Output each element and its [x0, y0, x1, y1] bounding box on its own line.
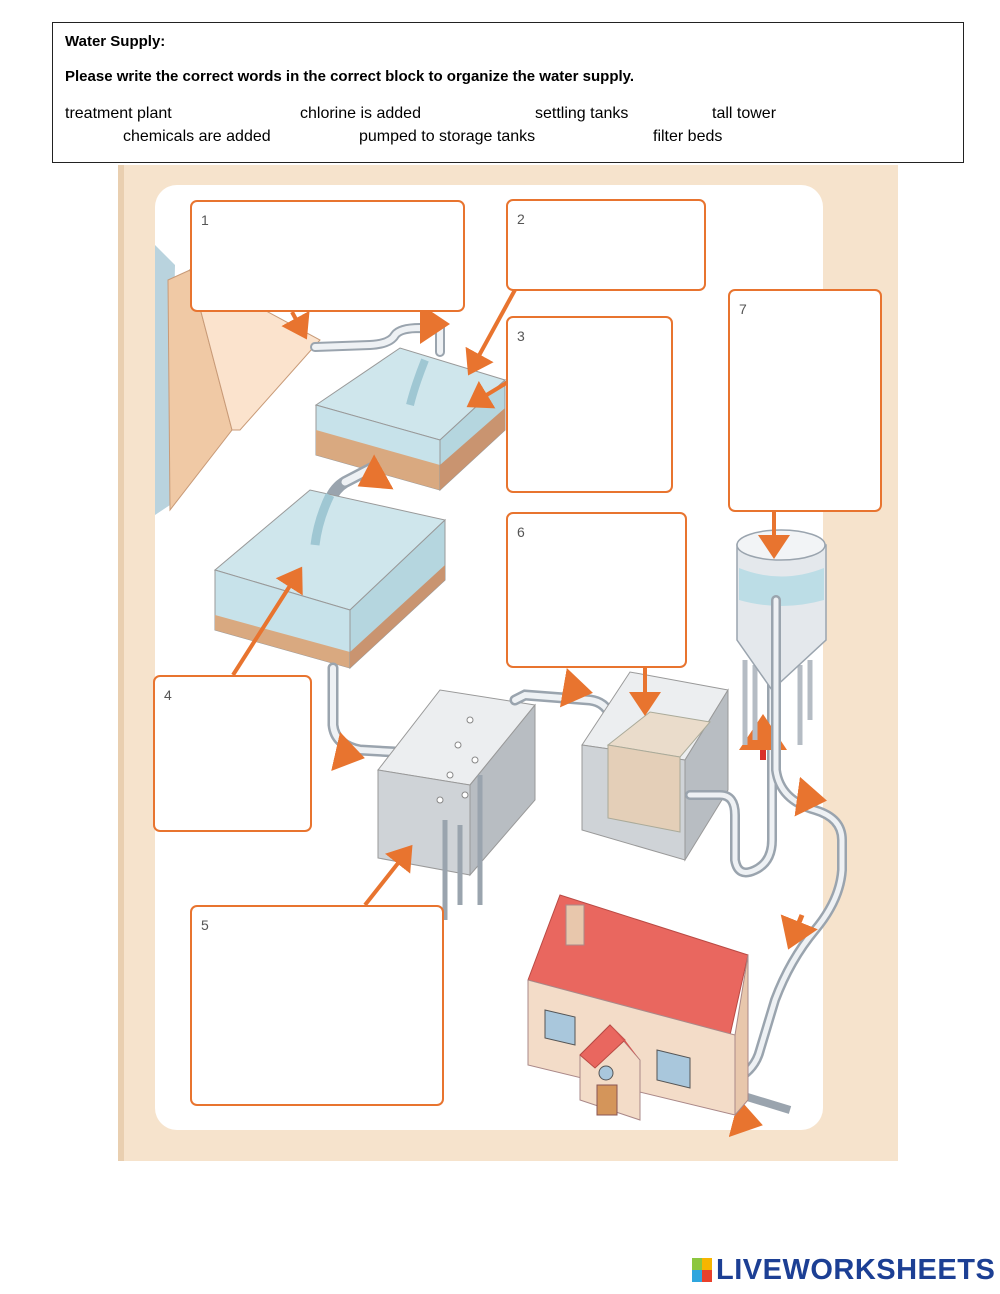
settling-tank-lower: [213, 489, 447, 670]
answer-box-4[interactable]: 4: [153, 675, 312, 832]
logo-text: LIVEWORKSHEETS: [716, 1253, 996, 1286]
answer-box-6[interactable]: 6: [506, 512, 687, 668]
word-bank-item: settling tanks: [535, 105, 629, 122]
answer-box-3[interactable]: 3: [506, 316, 673, 493]
box-number: 1: [201, 212, 209, 228]
house: [527, 894, 749, 1121]
box-number: 7: [739, 301, 747, 317]
instructions-prompt: Please write the correct words in the co…: [65, 68, 635, 85]
box-number: 6: [517, 524, 525, 540]
word-bank-item: chemicals are added: [123, 128, 271, 145]
word-bank-item: chlorine is added: [300, 105, 421, 122]
settling-tank-upper: [314, 347, 506, 492]
word-bank-item: filter beds: [653, 128, 723, 145]
word-bank-item: pumped to storage tanks: [359, 128, 536, 145]
answer-box-2[interactable]: 2: [506, 199, 706, 291]
box-number: 4: [164, 687, 172, 703]
pointer-arrows: [231, 287, 790, 907]
box-number: 3: [517, 328, 525, 344]
filter-building: [581, 671, 729, 862]
answer-box-7[interactable]: 7: [728, 289, 882, 512]
liveworksheets-logo: LIVEWORKSHEETS: [692, 1254, 995, 1286]
word-bank-item: treatment plant: [65, 105, 172, 122]
box-number: 5: [201, 917, 209, 933]
instructions-box: [52, 22, 964, 163]
answer-box-1[interactable]: 1: [190, 200, 465, 312]
answer-box-5[interactable]: 5: [190, 905, 444, 1106]
instructions-heading: Water Supply:: [65, 33, 166, 50]
logo-mark-icon: [692, 1258, 712, 1282]
word-bank-item: tall tower: [712, 105, 777, 122]
box-number: 2: [517, 211, 525, 227]
